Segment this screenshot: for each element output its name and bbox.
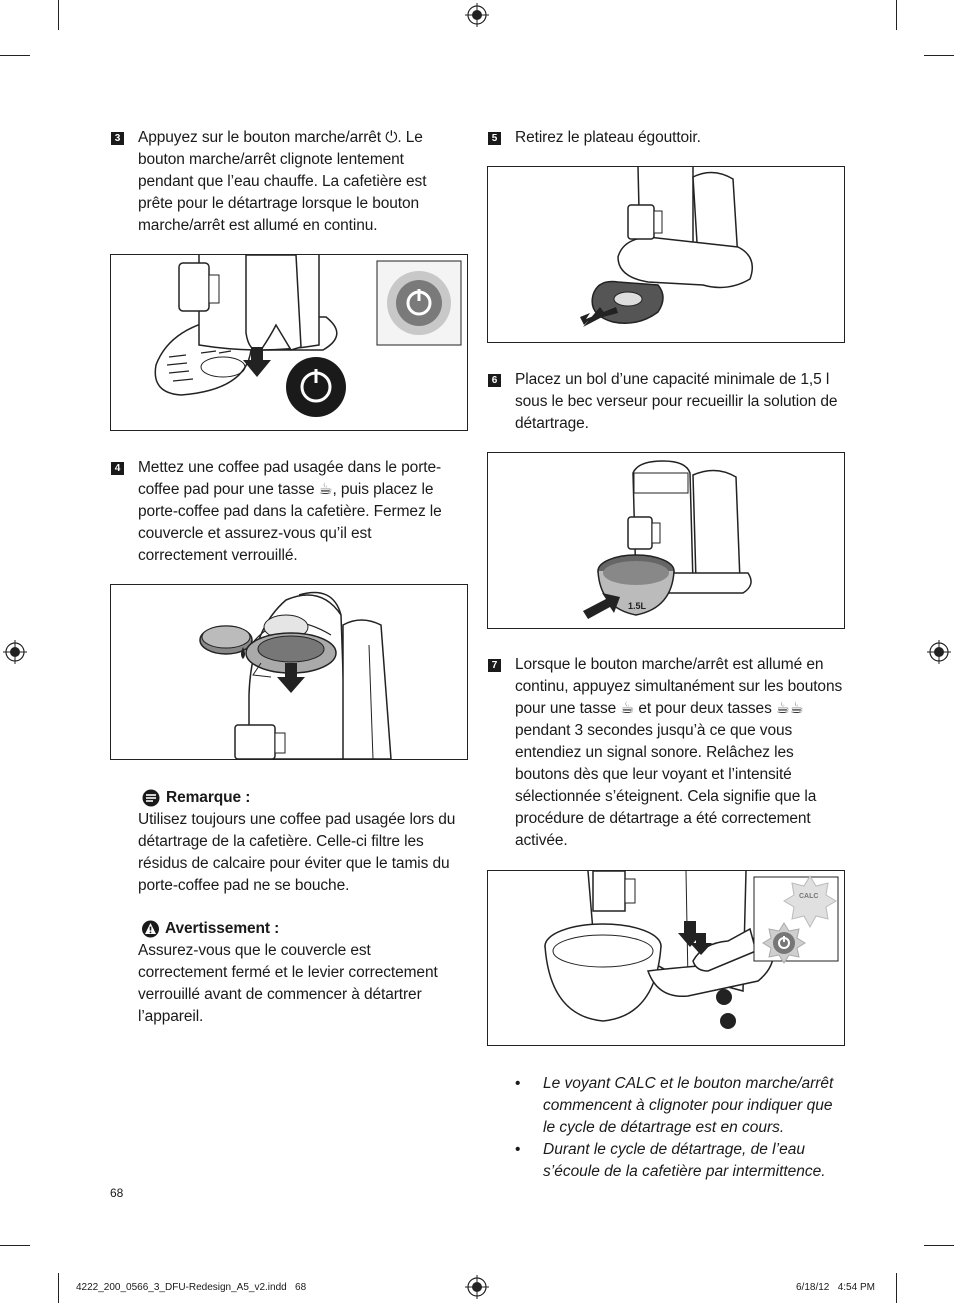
bullet-text: Le voyant CALC et le bouton marche/arrêt… [543,1075,834,1136]
note-text: Utilisez toujours une coffee pad usagée … [138,811,456,894]
figure-bowl: 1.5L [487,452,845,629]
footer-date: 6/18/12 4:54 PM [796,1282,875,1293]
bullet-text: Durant le cycle de détartrage, de l’eau … [543,1141,826,1180]
registration-mark-icon [3,640,27,664]
step-3-text: Appuyez sur le bouton marche/arrêt ⏻. Le… [138,129,427,234]
step-number: 7 [488,659,501,672]
crop-mark [924,55,954,56]
step-number: 6 [488,374,501,387]
step-number: 4 [111,462,124,475]
step-number: 5 [488,132,501,145]
step-4-text: Mettez une coffee pad usagée dans le por… [138,459,442,564]
bowl-capacity-label: 1.5L [628,601,647,611]
crop-mark [0,55,30,56]
bullet-marker: • [515,1075,521,1092]
crop-mark [58,0,59,30]
page-number: 68 [110,1186,124,1200]
footer-file: 4222_200_0566_3_DFU-Redesign_A5_v2.indd … [76,1282,307,1293]
step-5-text: Retirez le plateau égouttoir. [515,129,701,146]
warning-text: Assurez-vous que le couvercle est correc… [138,942,438,1025]
registration-mark-icon [927,640,951,664]
figure-power-button [110,254,468,431]
step-7-text: Lorsque le bouton marche/arrêt est allum… [515,656,843,849]
crop-mark [924,1245,954,1246]
note-icon [142,789,160,807]
crop-mark [58,1273,59,1303]
step-number: 3 [111,132,124,145]
calc-label: CALC [799,893,819,900]
warning-title: Avertissement : [165,920,280,937]
warning-icon [142,920,159,938]
note-title: Remarque : [166,789,251,806]
crop-mark [896,1273,897,1303]
crop-mark [0,1245,30,1246]
registration-mark-icon [465,1275,489,1299]
crop-mark [896,0,897,30]
figure-drip-tray [487,166,845,343]
figure-descale-buttons: CALC [487,870,845,1046]
figure-coffee-pad-holder [110,584,468,760]
registration-mark-icon [465,3,489,27]
step-6-text: Placez un bol d’une capacité minimale de… [515,371,838,432]
bullet-marker: • [515,1141,521,1158]
